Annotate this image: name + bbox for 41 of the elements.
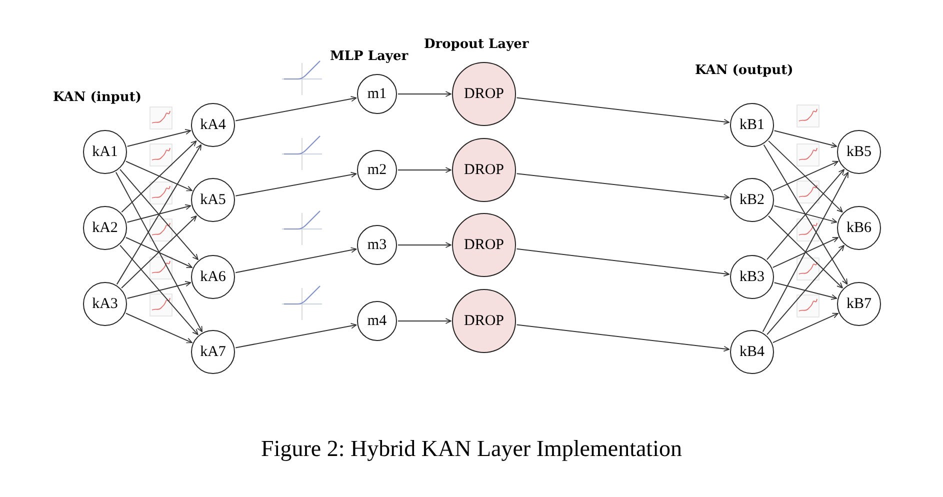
- arrow: [768, 140, 843, 213]
- arrow: [126, 160, 192, 192]
- arrow: [398, 318, 452, 324]
- layer-heading: MLP Layer: [330, 48, 408, 66]
- arrow: [125, 237, 193, 268]
- arrow: [126, 281, 192, 299]
- arrow: [116, 144, 202, 285]
- arrow: [772, 160, 839, 192]
- arrow: [766, 168, 845, 260]
- arrow: [121, 140, 197, 213]
- arrow: [235, 172, 357, 196]
- layer-heading: KAN (input): [53, 89, 142, 107]
- arrow: [766, 244, 844, 336]
- arrow: [398, 167, 452, 173]
- arrow: [516, 248, 730, 276]
- arrow: [768, 216, 843, 288]
- arrow: [774, 130, 838, 148]
- arrow: [772, 237, 839, 268]
- arrow: [774, 205, 838, 224]
- arrow: [120, 168, 198, 260]
- arrow: [516, 324, 730, 352]
- arrow: [126, 204, 192, 223]
- arrow: [235, 247, 357, 274]
- arrow: [763, 144, 848, 285]
- arrow: [516, 173, 730, 200]
- arrow: [121, 215, 197, 289]
- arrow: [235, 323, 357, 348]
- layer-heading: Dropout Layer: [424, 36, 529, 54]
- layer-heading: KAN (output): [695, 62, 794, 80]
- arrow: [516, 97, 730, 125]
- arrow: [115, 172, 203, 332]
- arrow: [772, 312, 839, 344]
- figure-caption: Figure 2: Hybrid KAN Layer Implementation: [260, 435, 683, 463]
- arrow: [120, 244, 198, 336]
- arrow: [126, 312, 192, 344]
- arrow: [398, 91, 452, 97]
- arrow: [398, 242, 452, 248]
- arrow: [235, 96, 357, 122]
- arrow: [762, 172, 849, 332]
- arrow: [126, 129, 192, 147]
- arrow: [774, 282, 838, 300]
